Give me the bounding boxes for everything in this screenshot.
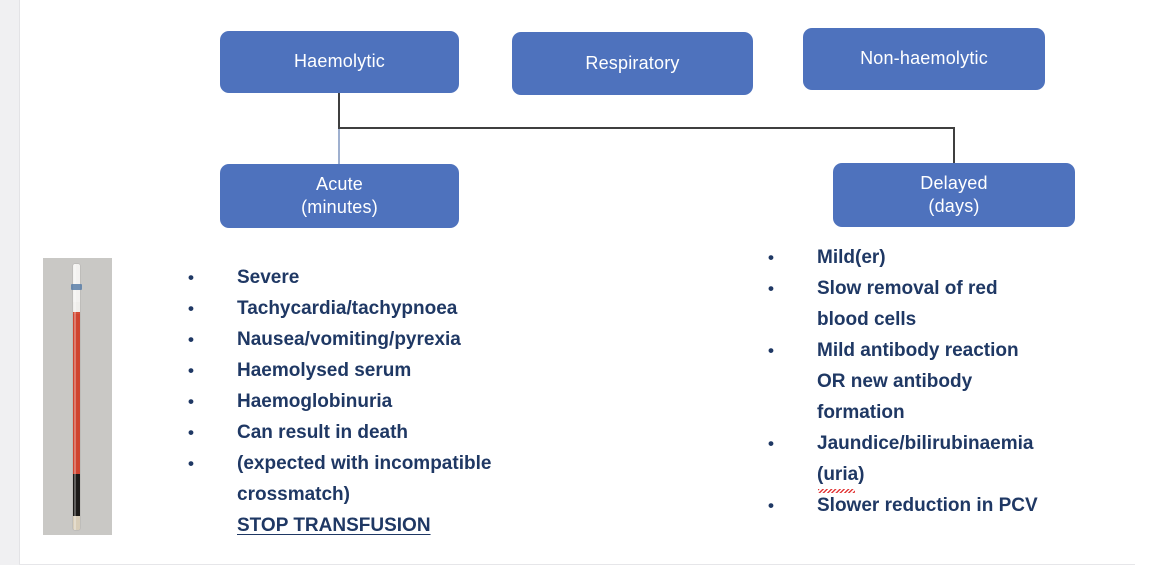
node-non-haemolytic-label: Non-haemolytic [860, 48, 988, 69]
bullet-text: Haemolysed serum [237, 360, 412, 381]
delayed-list-item: •(uria) [760, 459, 1120, 493]
bullet-point-icon: • [188, 392, 194, 411]
bullet-point-icon: • [768, 434, 774, 453]
bullet-point-icon: • [768, 496, 774, 515]
bullet-point-icon: • [768, 248, 774, 267]
bullet-indent-spacer: • [180, 479, 237, 510]
acute-list-item: • Haemoglobinuria [180, 386, 600, 417]
bullet-point-icon: • [188, 361, 194, 380]
bullet-text: formation [817, 402, 905, 423]
bullet-text: Severe [237, 267, 300, 288]
acute-list-item: • Tachycardia/tachypnoea [180, 293, 600, 324]
connector-delayed-vertical [953, 127, 955, 163]
connector-acute-vertical [338, 129, 340, 164]
bullet-text: Nausea/vomiting/pyrexia [237, 329, 461, 350]
bullet-text: STOP TRANSFUSION [237, 515, 431, 536]
bullet-indent-spacer: • [760, 459, 817, 490]
acute-list-item: • Haemolysed serum [180, 355, 600, 386]
bullet-text: crossmatch) [237, 484, 350, 505]
page-gutter-divider [19, 0, 20, 565]
node-respiratory-label: Respiratory [585, 52, 680, 73]
delayed-symptom-list: •Mild(er)•Slow removal of red•blood cell… [760, 242, 1120, 521]
acute-list-item: •STOP TRANSFUSION [180, 510, 600, 541]
capillary-tube-highlight [74, 264, 76, 530]
page-bottom-divider [19, 564, 1135, 565]
capillary-tube-photo [43, 258, 112, 535]
capillary-tube-column [73, 264, 80, 530]
bullet-point-icon: • [188, 454, 194, 473]
delayed-list-item: • Slower reduction in PCV [760, 490, 1120, 521]
delayed-list-item: • Slow removal of red [760, 273, 1120, 304]
bullet-text: Can result in death [237, 422, 409, 443]
connector-haemolytic-vertical [338, 93, 340, 129]
node-haemolytic-label: Haemolytic [293, 51, 386, 72]
node-delayed-label-line1: Delayed [920, 172, 988, 193]
page-left-gutter [0, 0, 19, 565]
bullet-text: OR new antibody [817, 371, 973, 392]
acute-list-item: •crossmatch) [180, 479, 600, 510]
bullet-indent-spacer: • [760, 397, 817, 428]
node-haemolytic[interactable]: Haemolytic [220, 31, 459, 93]
bullet-text: Tachycardia/tachypnoea [237, 298, 458, 319]
node-non-haemolytic[interactable]: Non-haemolytic [803, 28, 1045, 90]
delayed-list-item: •OR new antibody [760, 366, 1120, 397]
bullet-point-icon: • [188, 330, 194, 349]
node-acute[interactable]: Acute (minutes) [220, 164, 459, 228]
node-respiratory[interactable]: Respiratory [512, 32, 753, 95]
spellcheck-underline: (uria) [817, 459, 865, 493]
delayed-list-item: • Jaundice/bilirubinaemia [760, 428, 1120, 459]
acute-symptom-list: • Severe • Tachycardia/tachypnoea • Nausea/vo… [180, 262, 600, 541]
node-delayed-label-line2: (days) [928, 196, 980, 216]
bullet-point-icon: • [188, 299, 194, 318]
delayed-list-item: •formation [760, 397, 1120, 428]
node-acute-label-line1: Acute [315, 173, 364, 194]
bullet-text: Mild antibody reaction [817, 340, 1019, 361]
delayed-list-item: • Mild(er) [760, 242, 1120, 273]
bullet-point-icon: • [768, 341, 774, 360]
connector-horizontal [338, 127, 955, 129]
bullet-indent-spacer: • [760, 366, 817, 397]
bullet-point-icon: • [188, 268, 194, 287]
delayed-list-item: • Mild antibody reaction [760, 335, 1120, 366]
bullet-indent-spacer: • [760, 304, 817, 335]
bullet-text: blood cells [817, 309, 917, 330]
bullet-text: Jaundice/bilirubinaemia [817, 433, 1034, 454]
bullet-text: (expected with incompatible [237, 453, 492, 474]
node-delayed[interactable]: Delayed (days) [833, 163, 1075, 227]
bullet-indent-spacer: • [180, 510, 237, 541]
acute-list-item: • Nausea/vomiting/pyrexia [180, 324, 600, 355]
node-acute-label-line2: (minutes) [301, 197, 378, 217]
acute-list-item: • Severe [180, 262, 600, 293]
bullet-text: Haemoglobinuria [237, 391, 393, 412]
bullet-point-icon: • [768, 279, 774, 298]
acute-list-item: • (expected with incompatible [180, 448, 600, 479]
bullet-text: (uria) [817, 459, 1120, 493]
delayed-list-item: •blood cells [760, 304, 1120, 335]
bullet-point-icon: • [188, 423, 194, 442]
acute-list-item: • Can result in death [180, 417, 600, 448]
bullet-text: Slow removal of red [817, 278, 998, 299]
bullet-text: Mild(er) [817, 247, 886, 268]
bullet-text: Slower reduction in PCV [817, 495, 1038, 516]
capillary-tube-marker-band [71, 284, 82, 290]
